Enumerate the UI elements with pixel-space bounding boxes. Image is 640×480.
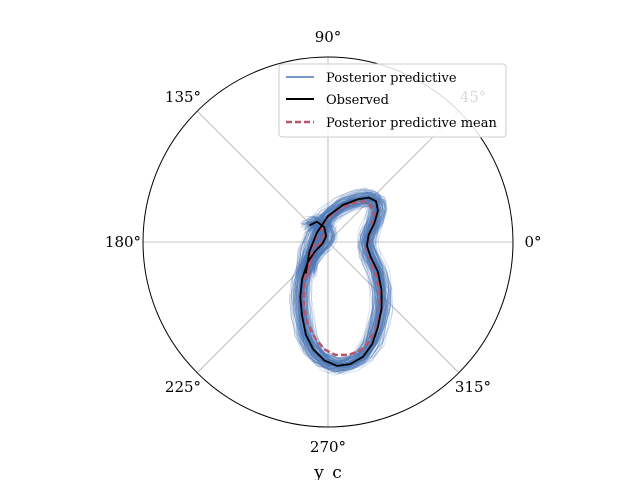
posterior-predictive-draw	[300, 195, 386, 366]
posterior-predictive-draw	[303, 189, 374, 376]
grid-spoke-135	[196, 110, 329, 243]
posterior-predictive-draw	[294, 192, 391, 375]
posterior-predictive-draw	[298, 187, 389, 364]
posterior-predictive-draw	[299, 199, 384, 367]
posterior-predictive-draw	[304, 192, 379, 375]
posterior-predictive-draw	[298, 202, 387, 364]
legend-label-posterior-predictive: Posterior predictive	[326, 71, 457, 86]
posterior-predictive-draw	[303, 196, 387, 367]
posterior-predictive-draw	[299, 198, 383, 366]
posterior-predictive-mean-line	[302, 200, 382, 357]
posterior-predictive-draw	[302, 198, 387, 370]
posterior-predictive-draw	[295, 191, 391, 367]
posterior-predictive-draw	[302, 196, 382, 365]
posterior-predictive-draw	[293, 191, 389, 372]
posterior-predictive-draw	[304, 193, 393, 369]
posterior-predictive-draw	[298, 194, 381, 368]
posterior-predictive-draw	[301, 197, 382, 367]
angle-tick-label-315: 315°	[455, 378, 491, 396]
angle-tick-label-135: 135°	[165, 88, 201, 106]
legend: Posterior predictive Observed Posterior …	[278, 63, 507, 138]
posterior-predictive-draw	[298, 198, 379, 372]
posterior-predictive-draw	[301, 198, 384, 366]
posterior-predictive-draw	[298, 194, 383, 369]
posterior-predictive-draw	[300, 193, 381, 370]
posterior-predictive-draw	[298, 188, 376, 373]
posterior-predictive-draw	[301, 195, 380, 367]
posterior-predictive-draw	[293, 198, 384, 363]
posterior-predictive-draw	[291, 197, 391, 365]
posterior-predictive-draw	[300, 199, 383, 366]
posterior-predictive-draw	[306, 190, 381, 373]
angle-tick-label-270: 270°	[310, 438, 346, 456]
posterior-predictive-draw	[296, 192, 386, 372]
posterior-predictive-draw	[298, 190, 385, 373]
posterior-predictive-draw	[303, 197, 386, 366]
posterior-predictive-draw	[290, 195, 380, 367]
posterior-predictive-draw	[301, 194, 380, 368]
posterior-predictive-draw	[300, 196, 375, 368]
posterior-predictive-draw	[295, 188, 390, 365]
grid-spoke-315	[327, 241, 460, 374]
posterior-predictive-draw	[301, 189, 380, 374]
posterior-predictive-draw	[289, 191, 381, 365]
angle-tick-label-0: 0°	[524, 233, 541, 251]
angle-tick-label-90: 90°	[315, 28, 342, 46]
posterior-predictive-draw	[298, 188, 383, 372]
posterior-predictive-draw	[301, 197, 381, 374]
observed-line	[299, 196, 383, 367]
posterior-predictive-draw	[299, 194, 381, 370]
posterior-predictive-draw	[305, 201, 379, 361]
posterior-predictive-draw	[296, 198, 391, 363]
posterior-predictive-draw	[301, 199, 385, 368]
posterior-predictive-draw	[297, 196, 387, 367]
series-layer	[299, 196, 383, 367]
posterior-predictive-draw	[296, 192, 387, 369]
x-axis-label: y_c	[313, 463, 342, 480]
posterior-predictive-draw	[290, 203, 392, 361]
legend-label-posterior-predictive-mean: Posterior predictive mean	[326, 116, 497, 131]
posterior-predictive-draw	[290, 204, 380, 374]
posterior-predictive-draw	[295, 197, 390, 364]
angle-tick-label-180: 180°	[105, 233, 141, 251]
polar-frame	[142, 56, 514, 428]
posterior-predictive-draw	[298, 195, 381, 367]
posterior-predictive-draw	[297, 193, 384, 369]
posterior-predictive-draw	[297, 204, 385, 367]
posterior-predictive-draw	[303, 201, 381, 360]
posterior-predictive-draw	[294, 194, 385, 358]
legend-label-observed: Observed	[326, 93, 389, 108]
posterior-predictive-draw	[304, 204, 379, 361]
posterior-predictive-draw	[294, 199, 386, 367]
posterior-predictive-draw	[299, 192, 381, 370]
angle-tick-label-225: 225°	[165, 378, 201, 396]
legend-frame	[278, 63, 507, 138]
